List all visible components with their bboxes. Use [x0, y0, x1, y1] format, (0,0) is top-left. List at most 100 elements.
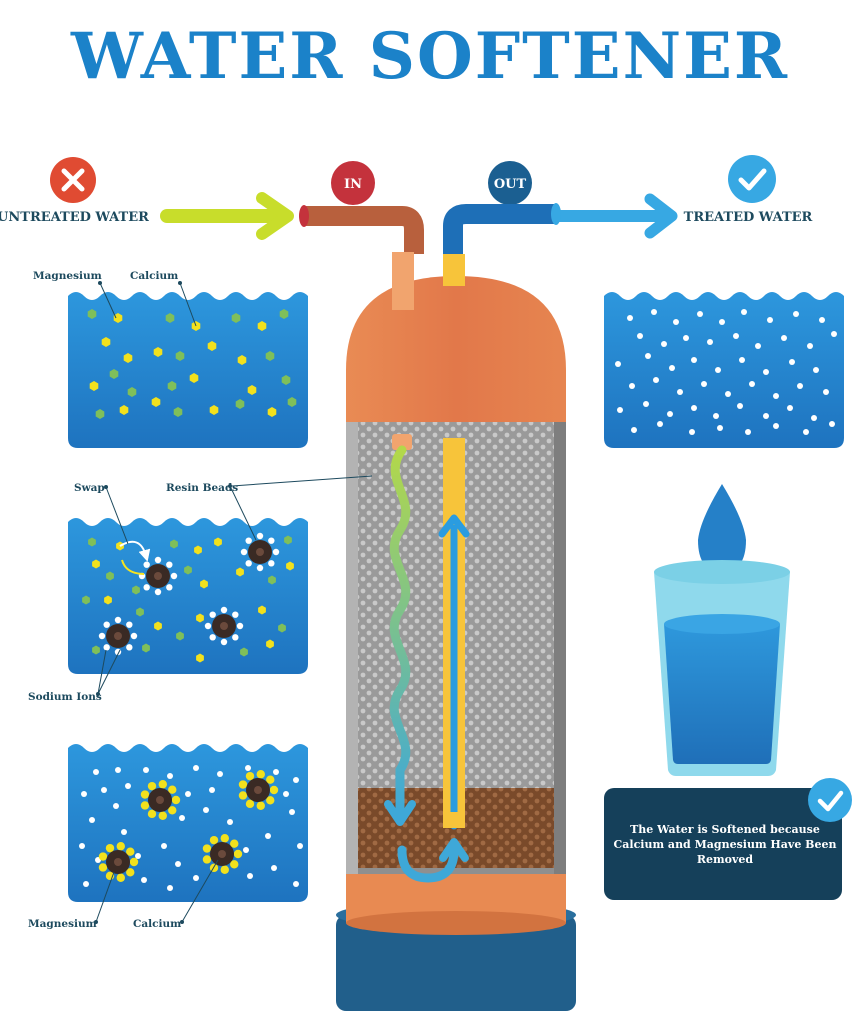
water-drop-icon [698, 484, 746, 572]
water-molecule [161, 843, 167, 849]
out-label: OUT [494, 177, 527, 192]
magnesium-ion [88, 537, 96, 547]
clean-water-molecule [673, 319, 679, 325]
clean-water-molecule [689, 429, 695, 435]
magnesium-ion [170, 539, 178, 549]
clean-water-molecule [627, 315, 633, 321]
calcium-ion [154, 621, 162, 631]
water-molecule [89, 817, 95, 823]
clean-water-molecule [629, 383, 635, 389]
magnesium-ion [87, 309, 97, 319]
u-turn-flow [397, 845, 459, 883]
untreated-flow-arrow [160, 192, 294, 240]
magnesium-ion [175, 351, 185, 361]
outlet-pipe [443, 203, 561, 284]
check-mark-icon [728, 155, 776, 203]
water-molecule [185, 791, 191, 797]
clean-water-molecule [657, 421, 663, 427]
magnesium-ion [95, 409, 105, 419]
magnesium-ion [136, 607, 144, 617]
magnesium-ion [92, 645, 100, 655]
info-box [604, 778, 852, 900]
calcium-ion [258, 605, 266, 615]
magnesium-ion [82, 595, 90, 605]
calcium-ion [113, 313, 123, 323]
calcium-ion [92, 559, 100, 569]
water-molecule [271, 865, 277, 871]
clean-water-molecule [787, 405, 793, 411]
water-molecule [113, 803, 119, 809]
calcium-ion [266, 639, 274, 649]
water-molecule [247, 873, 253, 879]
clean-water-molecule [631, 427, 637, 433]
clean-water-molecule [773, 423, 779, 429]
clean-water-molecule [767, 317, 773, 323]
magnesium-ion [265, 351, 275, 361]
water-molecule [125, 783, 131, 789]
calcium-ion [196, 653, 204, 663]
water-molecule [141, 877, 147, 883]
clean-water-molecule [745, 429, 751, 435]
water-molecule [167, 773, 173, 779]
clean-water-molecule [813, 367, 819, 373]
clean-water-molecule [701, 381, 707, 387]
tank-dome [346, 276, 566, 422]
calcium-ion [194, 545, 202, 555]
clean-water-molecule [789, 359, 795, 365]
water-molecule [289, 809, 295, 815]
calcium-ion [153, 347, 163, 357]
water-molecule [283, 791, 289, 797]
magnesium-ion [278, 623, 286, 633]
clean-water-molecule [707, 339, 713, 345]
calcium-label-bottom: Calcium [133, 918, 181, 930]
info-check-icon [808, 778, 852, 822]
water-molecule [83, 881, 89, 887]
clean-water-molecule [807, 343, 813, 349]
magnesium-ion [231, 313, 241, 323]
water-molecule [293, 777, 299, 783]
water-molecule [167, 885, 173, 891]
resin-bead [98, 842, 139, 882]
calcium-ion [189, 373, 199, 383]
magnesium-ion [287, 397, 297, 407]
water-molecule [143, 767, 149, 773]
clean-water-molecule [617, 407, 623, 413]
clean-water-molecule [763, 413, 769, 419]
magnesium-label-bottom: Magnesium [28, 918, 97, 930]
magnesium-ion [279, 309, 289, 319]
water-glass [654, 560, 790, 776]
calcium-ion [104, 595, 112, 605]
calcium-ion [286, 561, 294, 571]
clean-water-molecule [741, 309, 747, 315]
clean-water-molecule [829, 421, 835, 427]
clean-water-molecule [669, 365, 675, 371]
clean-water-molecule [749, 381, 755, 387]
treated-water-label: TREATED WATER [684, 210, 813, 225]
clean-water-molecule [651, 309, 657, 315]
water-molecule [293, 881, 299, 887]
water-molecule [179, 815, 185, 821]
clean-water-molecule [831, 331, 837, 337]
in-label: IN [344, 177, 362, 192]
magnesium-ion [240, 647, 248, 657]
resin-bead [240, 532, 280, 572]
water-molecule [297, 843, 303, 849]
magnesium-ion [284, 535, 292, 545]
resin-bead [202, 834, 243, 874]
water-molecule [93, 769, 99, 775]
magnesium-ion [176, 631, 184, 641]
magnesium-ion [142, 643, 150, 653]
water-molecule [193, 765, 199, 771]
clean-water-molecule [773, 393, 779, 399]
clean-water-molecule [719, 319, 725, 325]
water-molecule [175, 861, 181, 867]
calcium-ion [267, 407, 277, 417]
inlet-wavy-tube [389, 445, 411, 817]
clean-water-molecule [737, 403, 743, 409]
x-mark-icon [50, 157, 96, 203]
calcium-ion [209, 405, 219, 415]
clean-water-molecule [691, 357, 697, 363]
calcium-ion [196, 613, 204, 623]
calcium-ion [236, 567, 244, 577]
